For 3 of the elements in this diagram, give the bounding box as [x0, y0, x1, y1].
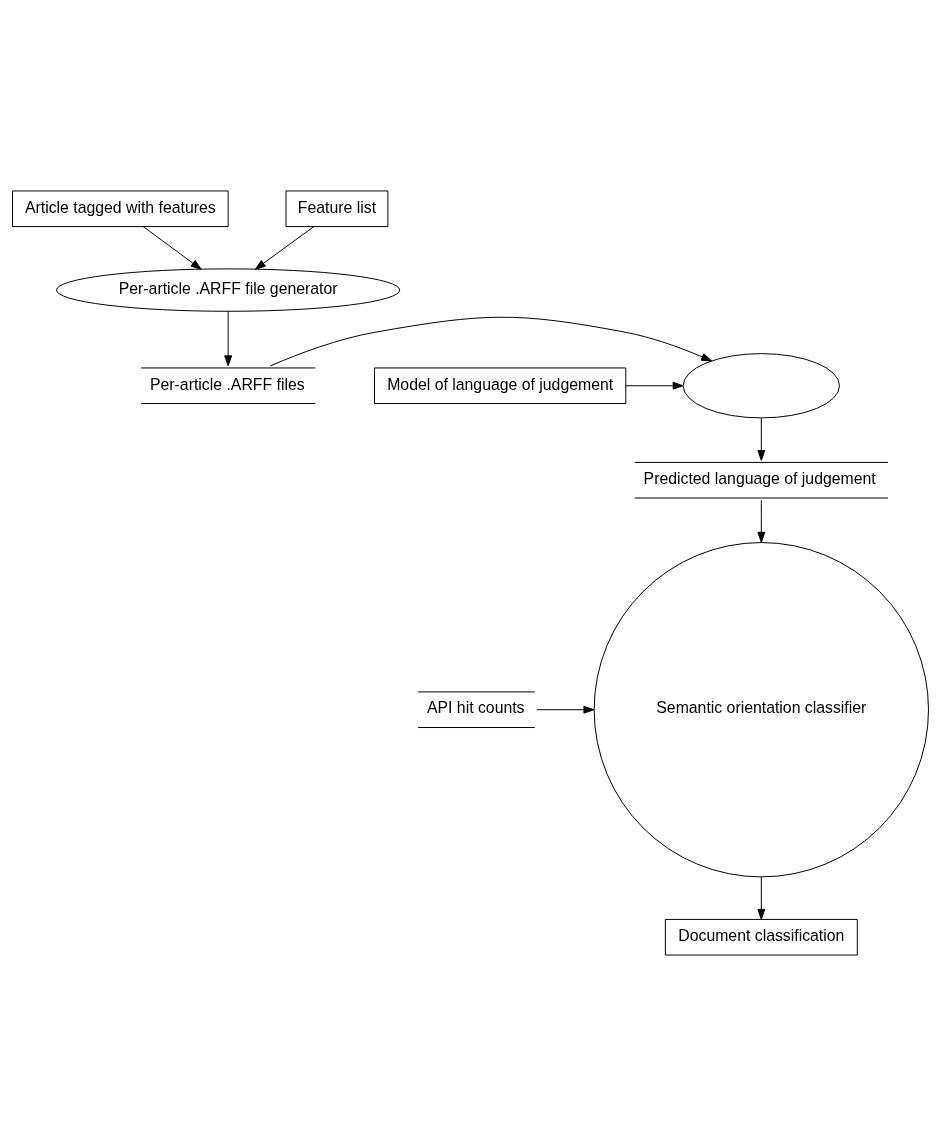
node-text: Per-article .ARFF files: [150, 375, 305, 393]
node-text: Predicted language of judgement: [643, 469, 876, 487]
node-text: API hit counts: [426, 698, 525, 716]
